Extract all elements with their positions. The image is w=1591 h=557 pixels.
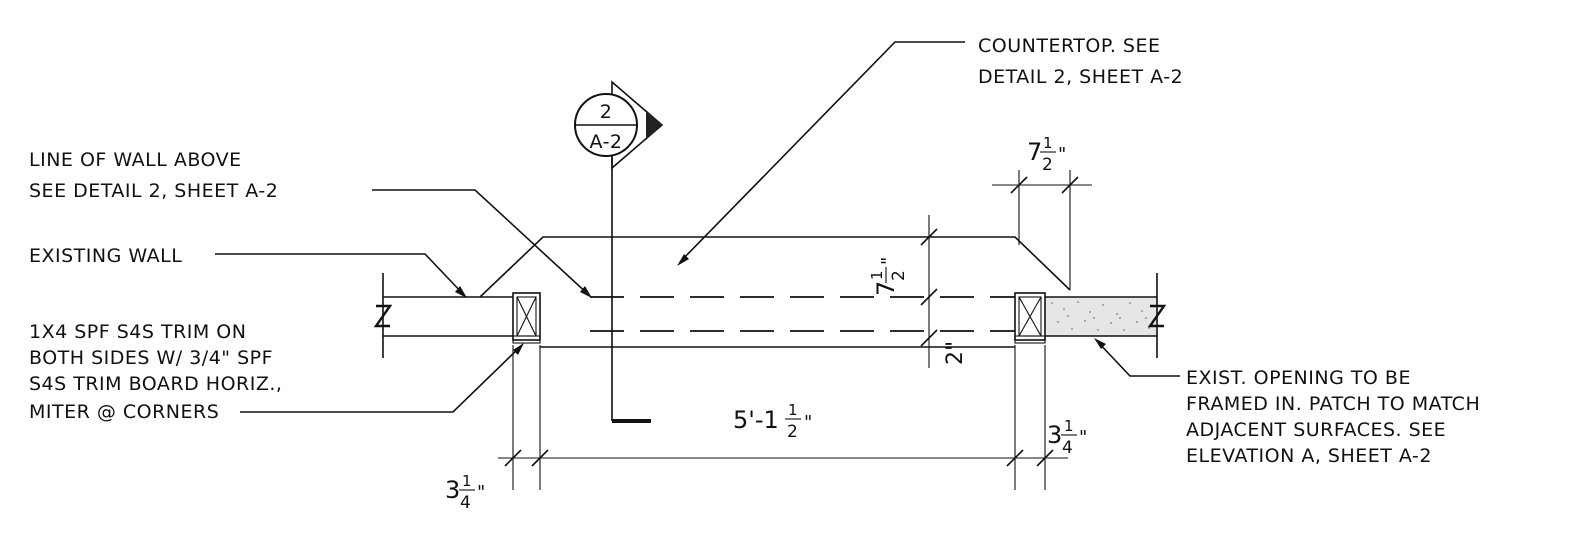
note-wall-above: LINE OF WALL ABOVE SEE DETAIL 2, SHEET A… (29, 149, 278, 202)
dim-left-trim-den: 4 (460, 493, 471, 513)
line-of-wall-above (590, 296, 1015, 332)
dim-text-right-trim: 3 1 4 " (1047, 417, 1087, 458)
dim-vert-num: 1 (868, 270, 886, 280)
dim-vertical (920, 215, 938, 368)
dim-vert-inch: " (878, 257, 899, 265)
note-trim-line-1: 1X4 SPF S4S TRIM ON (29, 321, 246, 343)
note-existing-wall-line-1: EXISTING WALL (29, 245, 182, 267)
note-wall-above-line-1: LINE OF WALL ABOVE (29, 149, 242, 171)
section-marker: 2 A-2 (574, 80, 664, 423)
dim-span-inch: " (804, 412, 812, 433)
dim-text-vertical: 7 1 2 " (868, 257, 909, 296)
section-sheet: A-2 (589, 131, 622, 153)
note-trim-line-2: BOTH SIDES W/ 3/4" SPF (29, 347, 273, 369)
dim-span-num: 1 (788, 401, 798, 419)
dim-top-right (992, 170, 1092, 290)
trim-right (1014, 292, 1046, 344)
note-countertop-line-2: DETAIL 2, SHEET A-2 (978, 66, 1183, 88)
note-opening-line-2: FRAMED IN. PATCH TO MATCH (1186, 393, 1480, 415)
existing-wall-left (373, 273, 513, 358)
dim-top-right-num: 1 (1043, 134, 1053, 152)
leader-trim (240, 343, 524, 413)
note-opening-line-1: EXIST. OPENING TO BE (1186, 367, 1411, 389)
dim-span (498, 345, 1068, 490)
dim-left-trim-whole: 3 (445, 476, 460, 504)
dim-vert-den: 2 (889, 270, 909, 281)
leader-existing-wall (215, 253, 467, 298)
dim-span-whole: 5'-1 (733, 406, 779, 434)
dim-top-right-whole: 7 (1027, 138, 1042, 166)
dim-right-trim-whole: 3 (1047, 421, 1062, 449)
trim-left (512, 292, 541, 344)
dim-small-vert: 2" (943, 341, 968, 365)
dim-left-trim-num: 1 (462, 472, 472, 490)
section-number: 2 (600, 101, 613, 123)
dim-right-trim-inch: " (1079, 427, 1087, 448)
dim-right-trim-num: 1 (1064, 417, 1074, 435)
note-opening: EXIST. OPENING TO BE FRAMED IN. PATCH TO… (1186, 367, 1480, 467)
note-trim-line-3: S4S TRIM BOARD HORIZ., (29, 373, 282, 395)
note-opening-line-4: ELEVATION A, SHEET A-2 (1186, 445, 1432, 467)
countertop-outline (479, 236, 1071, 348)
dim-text-left-trim: 3 1 4 " (445, 472, 485, 513)
dim-top-right-inch: " (1058, 144, 1066, 165)
note-opening-line-3: ADJACENT SURFACES. SEE (1186, 419, 1446, 441)
note-countertop-line-1: COUNTERTOP. SEE (978, 35, 1160, 57)
dim-text-small-vertical: 2" (943, 341, 968, 365)
leader-opening (1094, 338, 1180, 377)
dim-right-trim-den: 4 (1062, 438, 1073, 458)
leader-wall-above (372, 189, 592, 298)
note-trim: 1X4 SPF S4S TRIM ON BOTH SIDES W/ 3/4" S… (29, 321, 282, 423)
dim-top-right-den: 2 (1042, 155, 1053, 175)
note-trim-line-4: MITER @ CORNERS (29, 401, 219, 423)
note-countertop: COUNTERTOP. SEE DETAIL 2, SHEET A-2 (978, 35, 1183, 88)
dim-text-top-right: 7 1 2 " (1027, 134, 1066, 175)
note-existing-wall: EXISTING WALL (29, 245, 182, 267)
note-wall-above-line-2: SEE DETAIL 2, SHEET A-2 (29, 180, 278, 202)
dim-text-span: 5'-1 1 2 " (733, 401, 812, 442)
dim-span-den: 2 (787, 422, 798, 442)
existing-wall-right (1045, 273, 1167, 358)
stipple-infill (1051, 301, 1150, 331)
leader-countertop (677, 41, 965, 266)
dim-left-trim-inch: " (477, 482, 485, 503)
dim-vert-whole: 7 (872, 281, 900, 296)
